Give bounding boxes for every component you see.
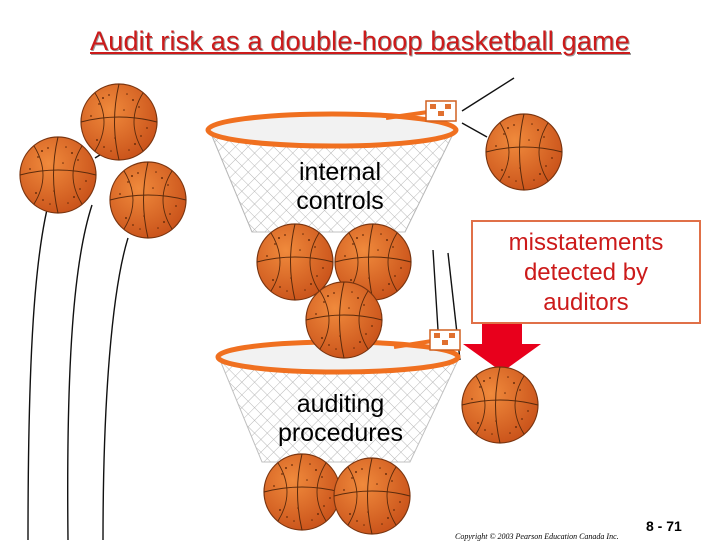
internal-controls-label: internal controls <box>270 158 410 216</box>
auditing-procedures-line-1: auditing <box>258 390 423 419</box>
internal-controls-line-1: internal <box>270 158 410 187</box>
misstatements-callout: misstatements detected by auditors <box>471 220 701 324</box>
callout-line-1: misstatements <box>473 228 699 258</box>
auditing-procedures-line-2: procedures <box>258 419 423 448</box>
auditing-procedures-label: auditing procedures <box>258 390 423 448</box>
page-number: 8 - 71 <box>646 518 682 534</box>
internal-controls-line-2: controls <box>270 187 410 216</box>
slide-title: Audit risk as a double-hoop basketball g… <box>0 26 720 57</box>
callout-line-3: auditors <box>473 288 699 318</box>
callout-line-2: detected by <box>473 258 699 288</box>
down-arrow-icon <box>463 324 541 372</box>
